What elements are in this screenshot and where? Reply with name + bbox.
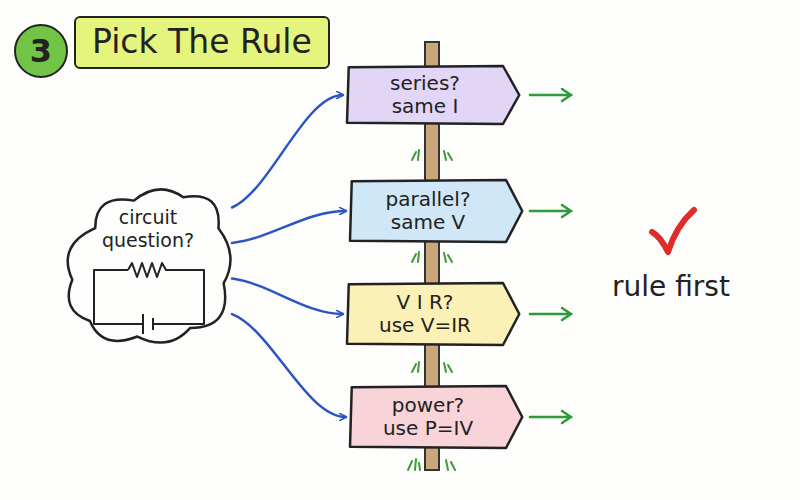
node-heading: V I R? [397,291,454,314]
thought-cloud: circuit question? [60,180,236,352]
circuit-symbol [94,263,204,334]
node-rule: same V [391,211,466,234]
check-mark [652,210,694,252]
sign-board: V I R?use V=IR [347,283,521,345]
node-rule: same I [392,95,459,118]
connector-arrow [232,211,346,243]
node-rule: use P=IV [383,417,473,440]
connector-arrow [232,279,343,314]
battery-symbol [143,314,153,334]
output-arrows [530,89,571,423]
connector-arrow [232,314,346,417]
node-heading: series? [390,72,460,95]
title-banner: Pick The Rule [74,16,330,69]
sign-board: series?same I [347,66,521,124]
connector-arrow [232,95,343,208]
node-rule: use V=IR [379,314,471,337]
cloud-outline [60,180,236,352]
step-number: 3 [14,24,68,78]
node-heading: power? [392,394,464,417]
node-heading: circuit question? [93,206,203,252]
sign-board: parallel?same V [350,180,524,242]
resistor-symbol [128,263,170,277]
node-heading: parallel? [385,188,470,211]
sign-board: power?use P=IV [350,386,524,448]
note-text: rule first [612,270,730,303]
